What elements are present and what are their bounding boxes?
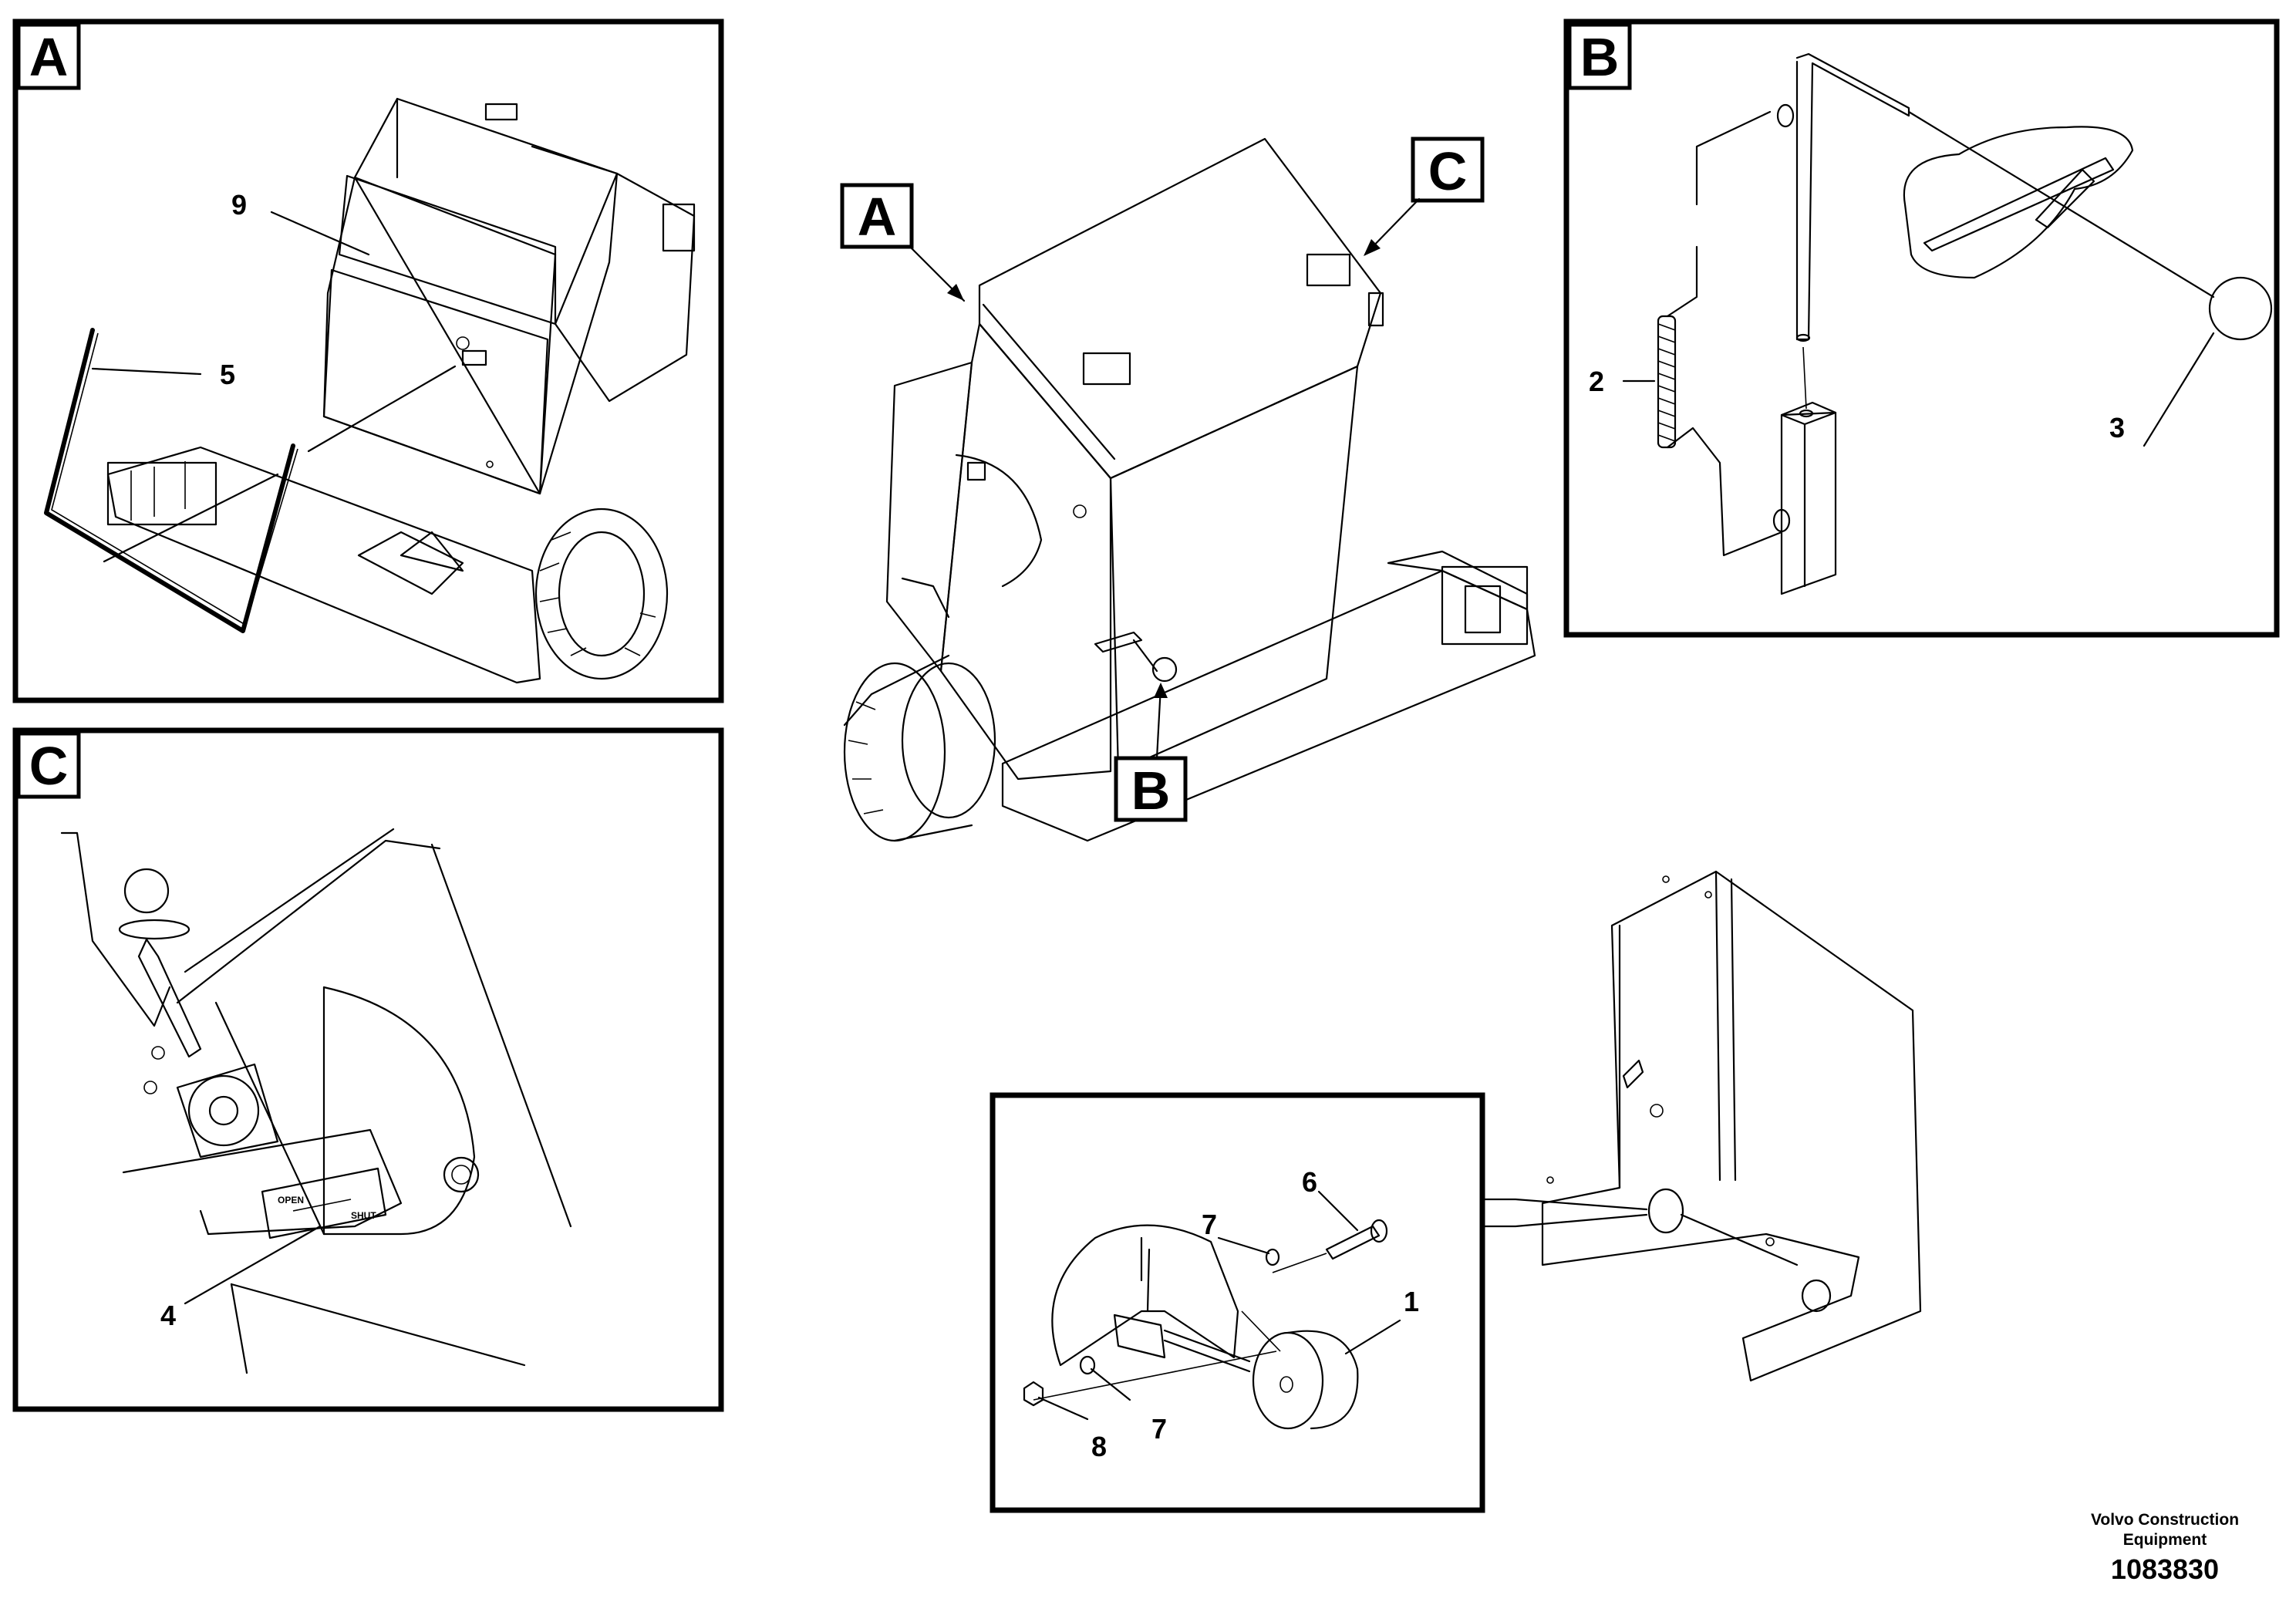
leader-4 (184, 1225, 322, 1305)
main-callout-b: B (1131, 760, 1171, 821)
leader-6 (1317, 1190, 1359, 1232)
panel-a-track-chain (534, 508, 669, 680)
panel-a-frame (12, 19, 724, 703)
part-number-5: 5 (220, 359, 235, 390)
washer-part-7-bottom (1079, 1355, 1096, 1375)
main-callout-a: A (858, 187, 897, 247)
panel-a-tag: A (29, 27, 69, 87)
leader-seal-a (103, 473, 279, 563)
wheel-panel-frame (990, 1092, 1485, 1513)
leader-1 (1344, 1319, 1401, 1355)
arrow-main-a (947, 284, 964, 301)
drawing-number: 1083830 (2111, 1553, 2219, 1585)
nut-part-8 (1023, 1381, 1044, 1407)
washer-part-7-top (1265, 1248, 1280, 1266)
panel-b-tag-box (1567, 22, 1632, 90)
panel-c-housing (60, 828, 572, 1374)
knob-part-3 (2208, 276, 2273, 341)
lever-rod (1795, 52, 2215, 342)
arrow-main-b (1154, 683, 1168, 698)
panel-c-tag: C (29, 736, 69, 796)
arrow-main-c (1364, 239, 1381, 256)
main-callout-b-box (1114, 756, 1188, 822)
leader-7-bottom (1090, 1367, 1131, 1401)
lever-handle (118, 868, 279, 1158)
spring-part-2 (1657, 103, 1795, 557)
seal-part-5 (44, 328, 298, 633)
panel-c-tag-box (16, 731, 81, 799)
slotted-plate (1903, 126, 2134, 279)
leader-seal-b (307, 365, 457, 453)
decal-open-text: OPEN (278, 1195, 304, 1206)
main-assembly: A C B (840, 137, 1536, 842)
wheel-connector-bottom (1481, 1213, 1648, 1228)
main-track-chain (843, 654, 996, 842)
cover-wheel-2 (1801, 1279, 1832, 1313)
main-callout-c: C (1428, 141, 1468, 201)
leader-3 (2143, 332, 2215, 447)
open-shut-decal: OPEN SHUT (261, 1167, 387, 1239)
panel-a-tag-box (16, 22, 81, 90)
wheel-part-1 (1252, 1330, 1359, 1430)
footer: Volvo Construction Equipment 1083830 (2091, 1511, 2239, 1585)
cover-assembly (1541, 870, 1922, 1382)
panel-b-tag: B (1580, 27, 1620, 87)
part-number-3: 3 (2109, 412, 2125, 443)
leader-7-top (1217, 1236, 1270, 1255)
main-callout-a-box (840, 183, 914, 249)
part-number-1: 1 (1404, 1286, 1419, 1317)
leader-8 (1037, 1396, 1089, 1421)
wheel-connector-top (1481, 1198, 1648, 1211)
bolt-part-6 (1272, 1219, 1388, 1273)
panel-a-hopper-body (322, 97, 696, 595)
square-block (1780, 346, 1837, 595)
brand-line-1: Volvo Construction (2091, 1511, 2239, 1529)
part-number-2: 2 (1589, 366, 1604, 397)
panel-c-frame (12, 727, 724, 1412)
leader-5 (91, 367, 202, 376)
part-number-8: 8 (1091, 1431, 1107, 1462)
leader-main-b (1155, 685, 1162, 760)
part-number-6: 6 (1302, 1166, 1317, 1198)
panel-a-boom (106, 446, 541, 684)
leader-9 (270, 211, 370, 256)
part-number-7-bottom: 7 (1151, 1413, 1167, 1445)
cover-wheel-1 (1647, 1188, 1684, 1234)
main-callout-c-box (1411, 137, 1485, 203)
part-number-4: 4 (160, 1300, 176, 1331)
part-number-7-top: 7 (1202, 1209, 1217, 1240)
decal-shut-text: SHUT (351, 1210, 376, 1221)
part-number-9: 9 (231, 189, 247, 221)
panel-b-frame (1563, 19, 2280, 638)
detail-panel-a: A (12, 19, 724, 703)
detail-panel-c: C (12, 727, 724, 1412)
wheel-detail-panel: 7 6 1 7 8 (990, 1092, 1648, 1513)
brand-line-2: Equipment (2123, 1531, 2207, 1549)
detail-panel-b: B (1563, 19, 2280, 638)
